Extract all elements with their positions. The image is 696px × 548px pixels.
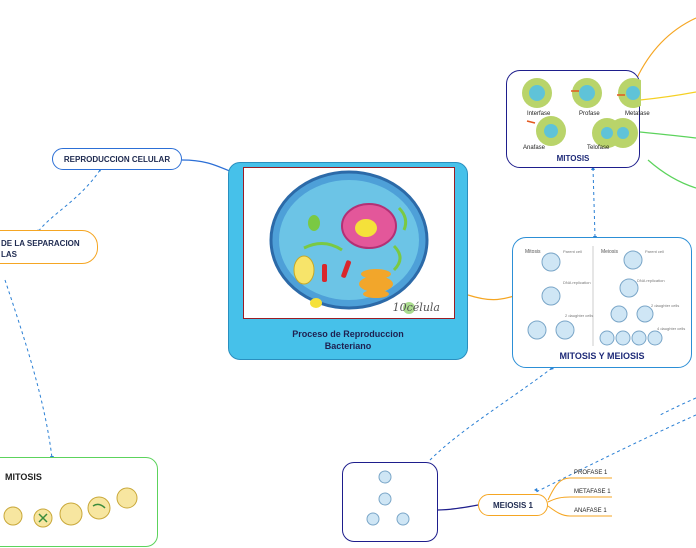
mitosis-meiosis-diagram	[527, 246, 663, 346]
meiosis-1-label: MEIOSIS 1	[492, 500, 533, 510]
mitosis-bottom-label: MITOSIS	[5, 472, 42, 482]
phase-label-metafase: Metafase	[625, 111, 650, 117]
mitosis-stages-image	[3, 487, 138, 528]
central-topic[interactable]: 10célula Proceso de Reproduccion Bacteri…	[228, 162, 468, 360]
topic-meiosis-1[interactable]: MEIOSIS 1	[478, 494, 548, 516]
image-caption: 10célula	[392, 301, 440, 314]
cell-illustration	[269, 170, 429, 314]
mm-parent-left: Parent cell	[563, 249, 582, 254]
phase-label-interfase: Interfase	[527, 111, 551, 117]
topic-mitosis-top[interactable]: Interfase Profase Metafase Anafase Telof…	[506, 70, 650, 168]
mm-two-daughters-left: 2 daughter cells	[565, 313, 594, 318]
mm-left-title: Mitosis	[525, 249, 541, 255]
topic-reproduccion-celular[interactable]: REPRODUCCION CELULAR	[52, 148, 182, 170]
separacion-line1: DE LA SEPARACION	[1, 239, 80, 248]
central-title-line2: Bacteriano	[324, 341, 372, 351]
topic-meiosis-image[interactable]	[342, 462, 438, 542]
phase-label-profase: Profase	[579, 111, 600, 117]
mm-four-daughters: 4 daughter cells	[657, 326, 686, 331]
reproduccion-celular-label: REPRODUCCION CELULAR	[63, 154, 171, 164]
separacion-line2: LAS	[1, 250, 17, 259]
mm-dna-right: DNA replication	[637, 278, 665, 283]
mm-two-daughters-right: 2 daughter cells	[651, 303, 680, 308]
phase-label-telofase: Telofase	[587, 145, 610, 151]
mitosis-y-meiosis-label: MITOSIS Y MEIOSIS	[559, 351, 645, 361]
mitosis-top-label: MITOSIS	[556, 154, 590, 163]
meiosis-cells-image	[366, 470, 410, 526]
mm-right-title: Meiosis	[601, 249, 618, 255]
mm-dna-left: DNA replication	[563, 280, 591, 285]
topic-separacion[interactable]: DE LA SEPARACION LAS	[0, 230, 98, 264]
central-title-line1: Proceso de Reproduccion	[292, 329, 404, 339]
mm-parent-right: Parent cell	[645, 249, 664, 254]
phase-anafase-1[interactable]: ANAFASE 1	[574, 508, 607, 514]
mitosis-phases-image	[522, 78, 641, 148]
phase-label-anafase: Anafase	[523, 145, 546, 151]
topic-mitosis-y-meiosis[interactable]: Mitosis Meiosis Parent cell Parent cell …	[512, 237, 692, 368]
topic-mitosis-bottom-left[interactable]: MITOSIS	[0, 457, 158, 547]
phase-profase-1[interactable]: PROFASE 1	[574, 470, 608, 476]
phase-metafase-1[interactable]: METAFASE 1	[574, 489, 611, 495]
central-image: 10célula	[243, 167, 455, 319]
